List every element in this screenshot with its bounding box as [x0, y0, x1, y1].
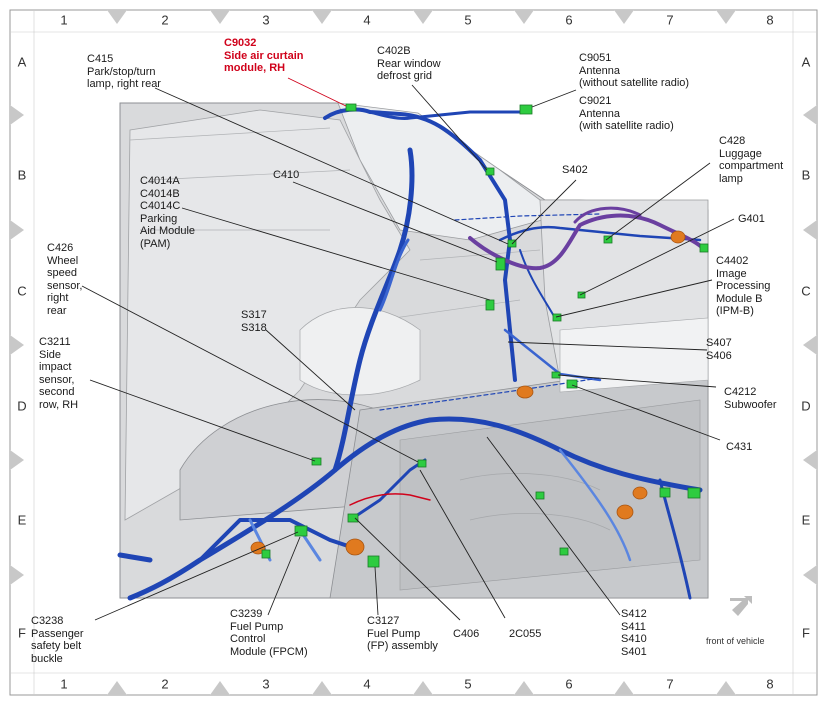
- grid-col-4-bottom: 4: [363, 676, 371, 692]
- bottom-grid-markers: [107, 681, 736, 695]
- grid-col-1-bottom: 1: [60, 676, 68, 692]
- front-of-vehicle-label: front of vehicle: [706, 636, 765, 646]
- grommets: [250, 230, 686, 556]
- grid-col-3-bottom: 3: [262, 676, 270, 692]
- label-c402b: C402B Rear window defrost grid: [377, 45, 441, 82]
- grid-row-c-left: C: [17, 283, 27, 299]
- label-c428: C428 Luggage compartment lamp: [719, 135, 784, 185]
- grid-col-8-bottom: 8: [766, 676, 774, 692]
- grid-row-b-left: B: [17, 167, 27, 183]
- label-c9032: C9032 Side air curtain module, RH: [224, 37, 304, 74]
- grid-col-3-top: 3: [262, 12, 270, 28]
- label-c9021: C9021 Antenna (with satellite radio): [579, 95, 674, 132]
- top-grid-markers: [107, 10, 736, 24]
- label-c4402: C4402 Image Processing Module B (IPM-B): [716, 255, 771, 317]
- grid-col-5-bottom: 5: [464, 676, 472, 692]
- grid-row-b-right: B: [801, 167, 811, 183]
- label-c406: C406: [453, 628, 480, 640]
- grid-row-d-left: D: [17, 398, 27, 414]
- label-c3127: C3127 Fuel Pump (FP) assembly: [367, 615, 438, 652]
- grid-col-2-bottom: 2: [161, 676, 169, 692]
- front-of-vehicle-arrow-icon: [730, 596, 752, 616]
- grid-row-c-right: C: [801, 283, 811, 299]
- grid-col-2-top: 2: [161, 12, 169, 28]
- grid-col-6-top: 6: [565, 12, 573, 28]
- label-c4212: C4212 Subwoofer: [724, 386, 777, 411]
- label-g401: G401: [738, 213, 765, 225]
- leader-lines: [81, 77, 735, 621]
- label-c9051: C9051 Antenna (without satellite radio): [579, 52, 690, 89]
- label-c410: C410: [273, 169, 300, 181]
- label-2c055: 2C055: [509, 628, 542, 640]
- grid-col-7-bottom: 7: [666, 676, 674, 692]
- label-c3239: C3239 Fuel Pump Control Module (FPCM): [230, 608, 308, 658]
- label-s407-s406: S407 S406: [706, 337, 732, 362]
- grid-col-8-top: 8: [766, 12, 774, 28]
- grid-row-e-right: E: [801, 512, 811, 528]
- grid-row-f-left: F: [18, 625, 26, 641]
- label-c431: C431: [726, 441, 753, 453]
- grid-row-f-right: F: [802, 625, 810, 641]
- left-grid-markers: [10, 105, 24, 585]
- grid-row-d-right: D: [801, 398, 811, 414]
- label-c4014: C4014A C4014B C4014C Parking Aid Module …: [140, 175, 196, 250]
- grid-col-7-top: 7: [666, 12, 674, 28]
- right-grid-markers: [803, 105, 817, 585]
- label-s412-s401: S412 S411 S410 S401: [621, 608, 647, 658]
- label-c3238: C3238 Passenger safety belt buckle: [31, 615, 84, 665]
- grid-col-4-top: 4: [363, 12, 371, 28]
- label-c3211: C3211 Side impact sensor, second row, RH: [39, 336, 79, 411]
- grid-row-a-left: A: [17, 54, 27, 70]
- grid-row-a-right: A: [801, 54, 811, 70]
- grid-row-e-left: E: [17, 512, 27, 528]
- grid-col-6-bottom: 6: [565, 676, 573, 692]
- grid-col-1-top: 1: [60, 12, 68, 28]
- label-c426: C426 Wheel speed sensor, right rear: [47, 242, 83, 317]
- label-s402: S402: [562, 164, 588, 176]
- label-s317-s318: S317 S318: [241, 309, 267, 334]
- label-c415: C415 Park/stop/turn lamp, right rear: [87, 53, 161, 90]
- grid-col-5-top: 5: [464, 12, 472, 28]
